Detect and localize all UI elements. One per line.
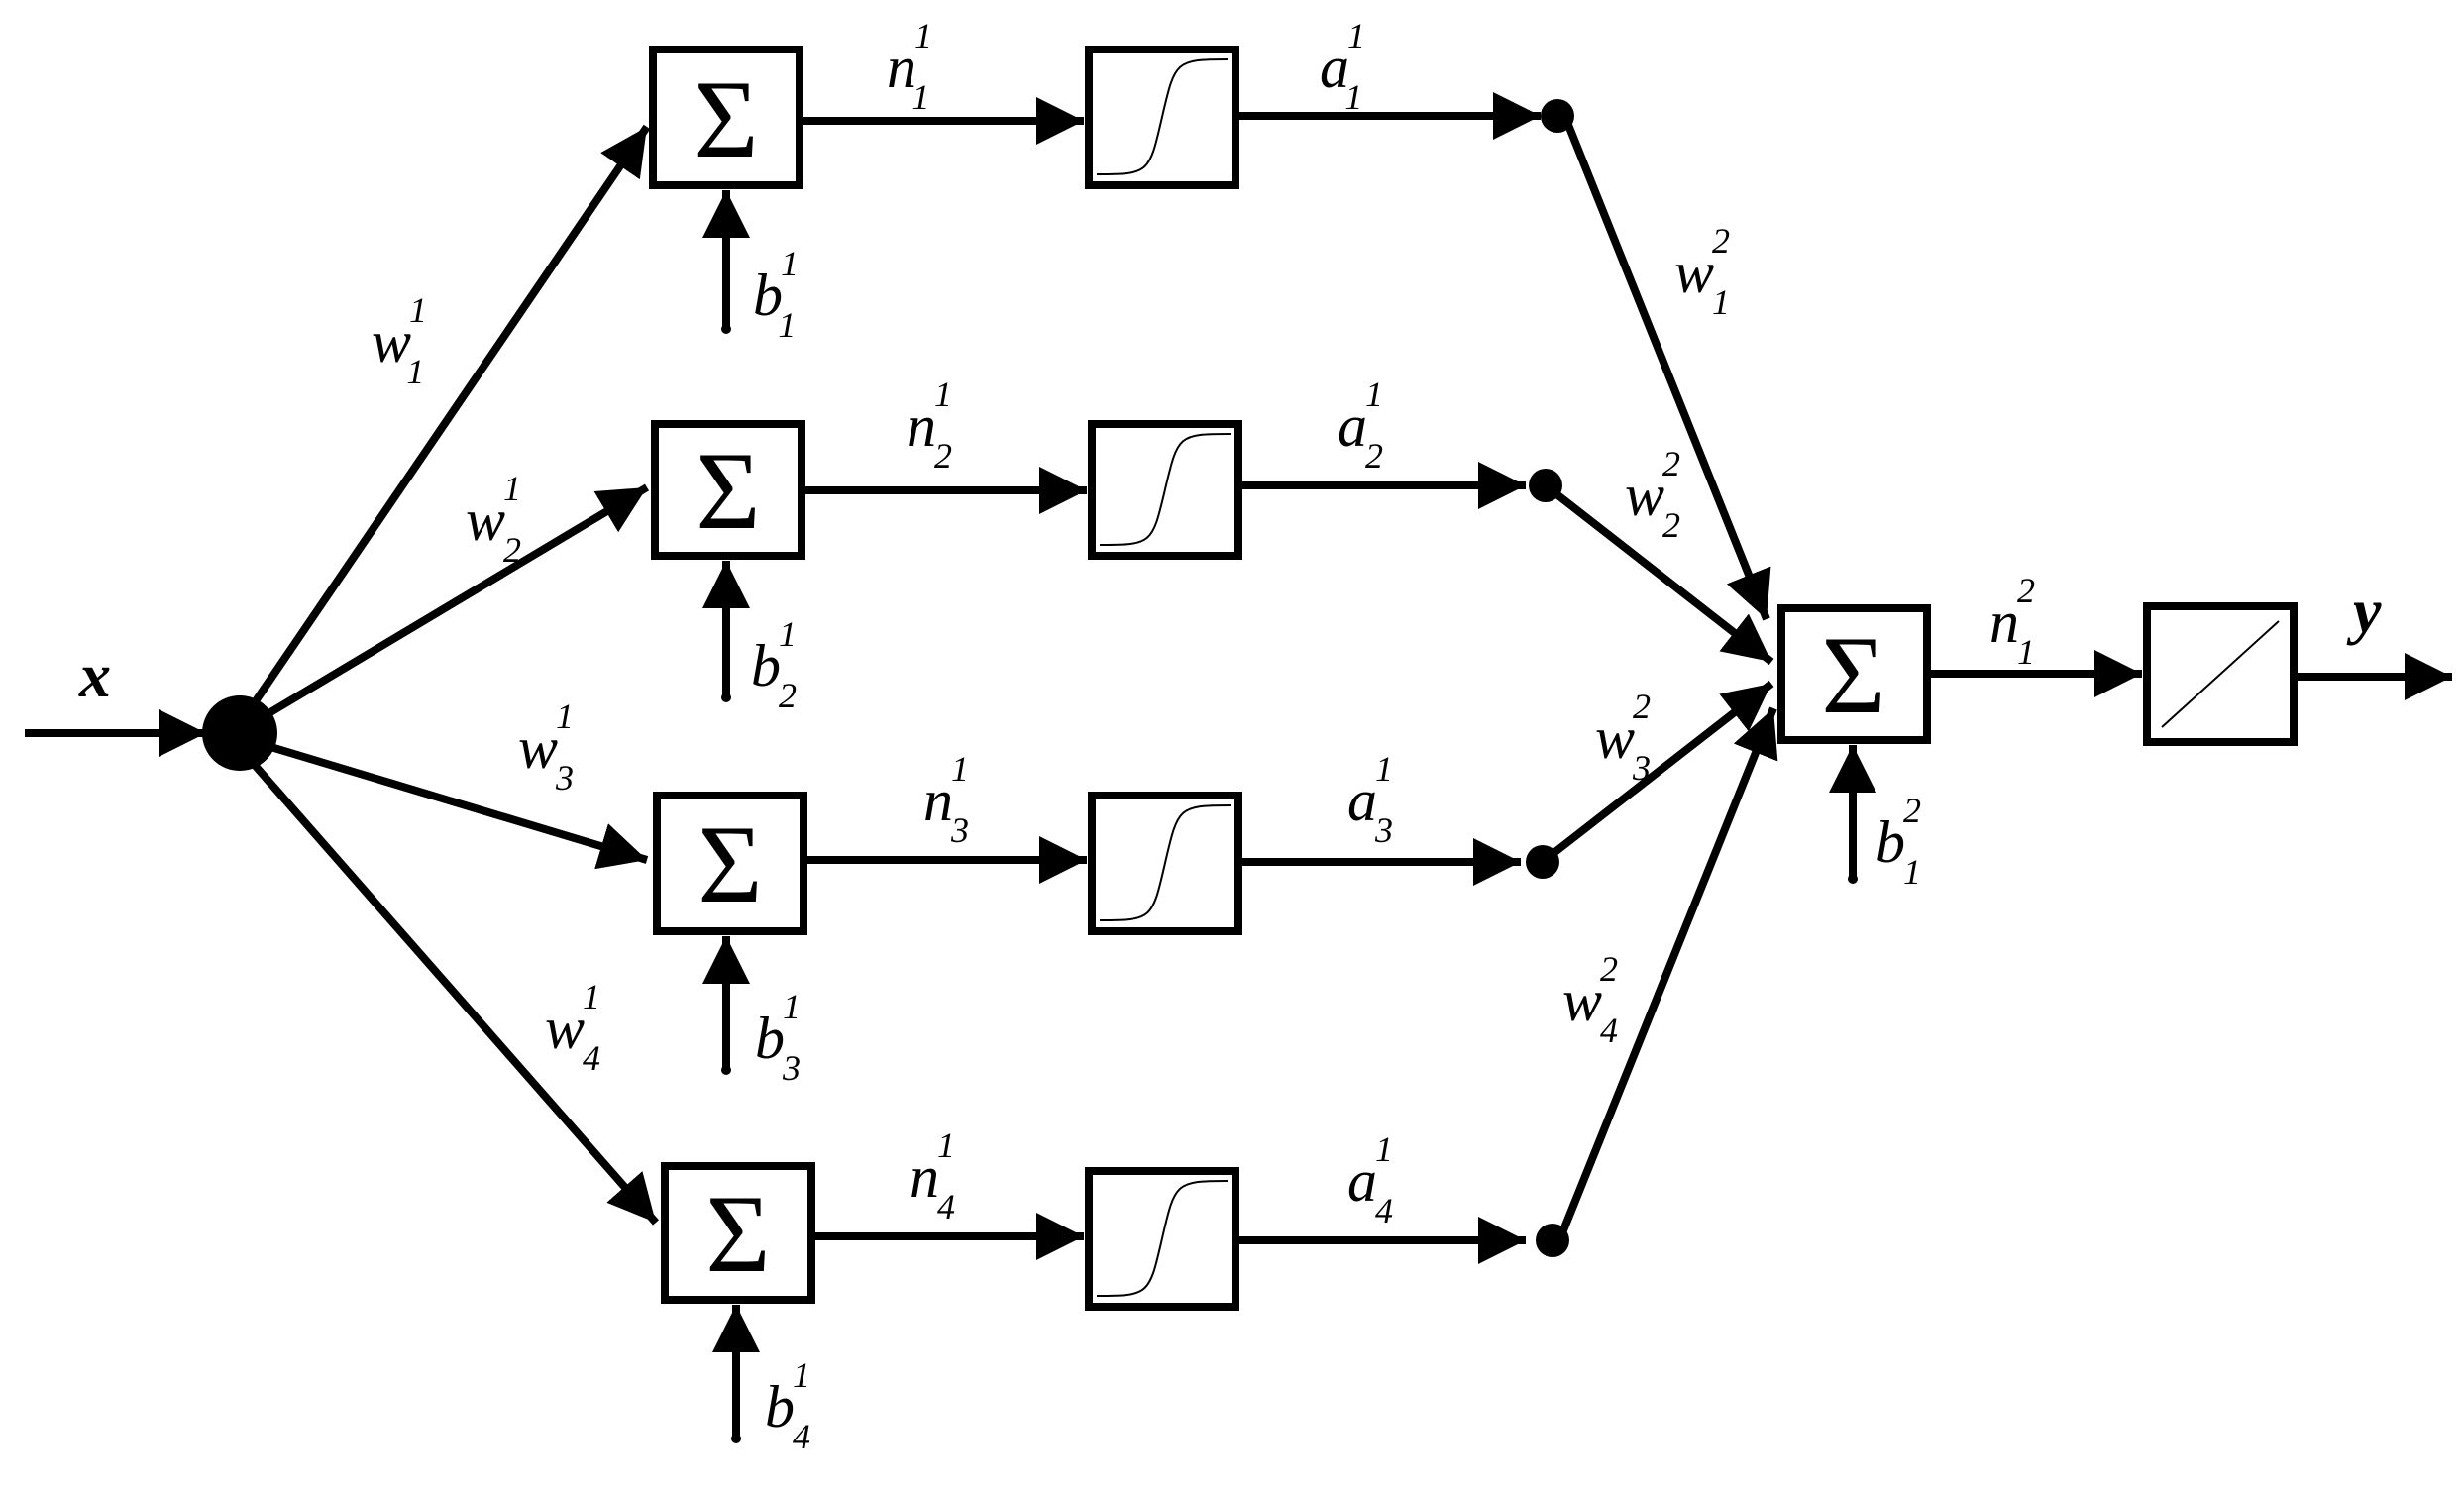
sigmoid-curve-h2	[1099, 433, 1232, 546]
bias-tail-h3	[721, 1065, 731, 1075]
edge-input-h1	[249, 124, 651, 708]
sum-symbol-h1: Σ	[694, 58, 758, 181]
sigmoid-curve-h4	[1096, 1180, 1229, 1297]
input-node	[202, 695, 277, 771]
edge-h1-out	[1564, 123, 1771, 621]
bias-tail-h4	[731, 1434, 741, 1443]
edge-h2-out	[1553, 489, 1774, 666]
hidden-node-3	[1526, 845, 1559, 879]
edge-h4-out	[1559, 706, 1778, 1232]
sum-symbol-h2: Σ	[696, 430, 760, 553]
hidden-node-2	[1529, 469, 1562, 502]
bias-tail-h1	[721, 324, 731, 334]
edge-input-h3	[256, 739, 649, 870]
linear-curve-output	[2161, 620, 2280, 728]
bias-tail-h2	[721, 693, 731, 702]
sum-symbol-h3: Σ	[697, 803, 762, 926]
sum-symbol-output: Σ	[1821, 614, 1885, 737]
bias-tail-output	[1848, 874, 1858, 884]
sigmoid-box-h2	[1088, 420, 1242, 560]
input-label: x	[78, 640, 111, 710]
output-label: y	[2346, 576, 2382, 646]
hidden-node-4	[1536, 1224, 1569, 1257]
edge-input-h4	[249, 760, 660, 1226]
edge-h3-out	[1550, 680, 1774, 858]
hidden-node-1	[1541, 99, 1574, 133]
edge-input-h2	[253, 483, 650, 725]
sigmoid-curve-h1	[1096, 58, 1229, 175]
sigmoid-curve-h3	[1099, 804, 1232, 921]
sum-symbol-h4: Σ	[705, 1173, 770, 1296]
